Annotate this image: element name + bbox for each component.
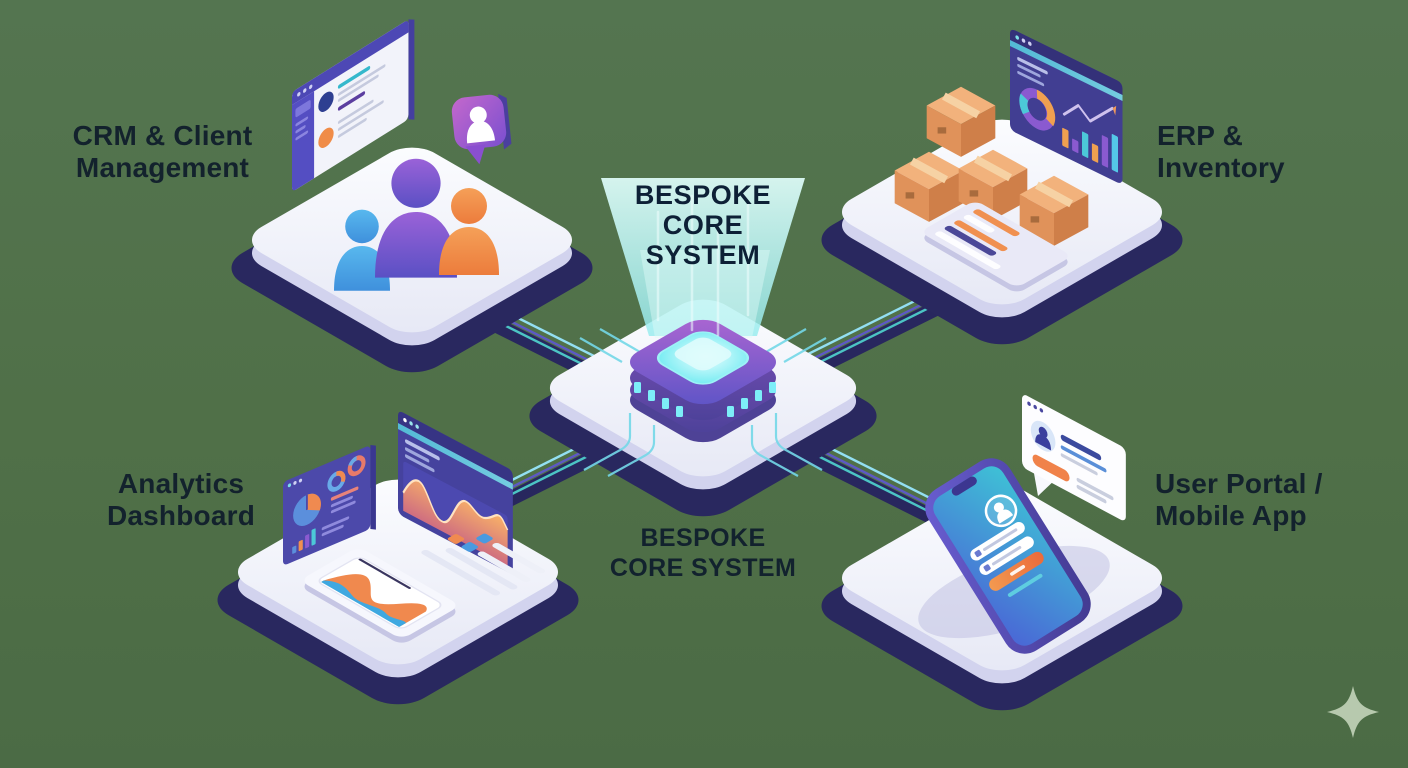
chat-bubble-icon [451, 93, 512, 165]
task-list-icon [421, 533, 546, 596]
user-group-icon [334, 158, 499, 291]
bar-chart-panel-icon [924, 202, 1068, 292]
hologram-beam [601, 178, 805, 338]
analytics-platform [217, 411, 579, 705]
pie-chart-screen-icon [283, 444, 376, 565]
smartphone-login-icon [918, 458, 1110, 654]
erp-platform [821, 29, 1183, 345]
tablet-chart-icon [304, 549, 456, 643]
hologram-title: BESPOKE CORE SYSTEM [634, 180, 772, 271]
label-portal: User Portal / Mobile App [1155, 468, 1323, 532]
label-crm: CRM & Client Management [72, 120, 253, 184]
crm-platform [231, 19, 593, 373]
portal-platform [821, 395, 1183, 711]
label-erp: ERP & Inventory [1157, 120, 1285, 184]
core-caption: BESPOKE CORE SYSTEM [609, 524, 797, 582]
profile-card-icon [1022, 395, 1126, 521]
browser-window-icon [292, 19, 415, 191]
beam-streaks [656, 194, 750, 337]
label-analytics: Analytics Dashboard [106, 468, 256, 532]
sparkle-icon [1327, 686, 1379, 738]
bar-chart-glyph [1062, 127, 1119, 173]
analytics-screen-icon [1010, 29, 1123, 183]
cpu-chip-icon [630, 194, 776, 443]
core-platform [529, 178, 877, 517]
circuit-traces [579, 328, 827, 477]
inventory-boxes-icon [894, 86, 1089, 246]
chip-pins [634, 382, 776, 417]
